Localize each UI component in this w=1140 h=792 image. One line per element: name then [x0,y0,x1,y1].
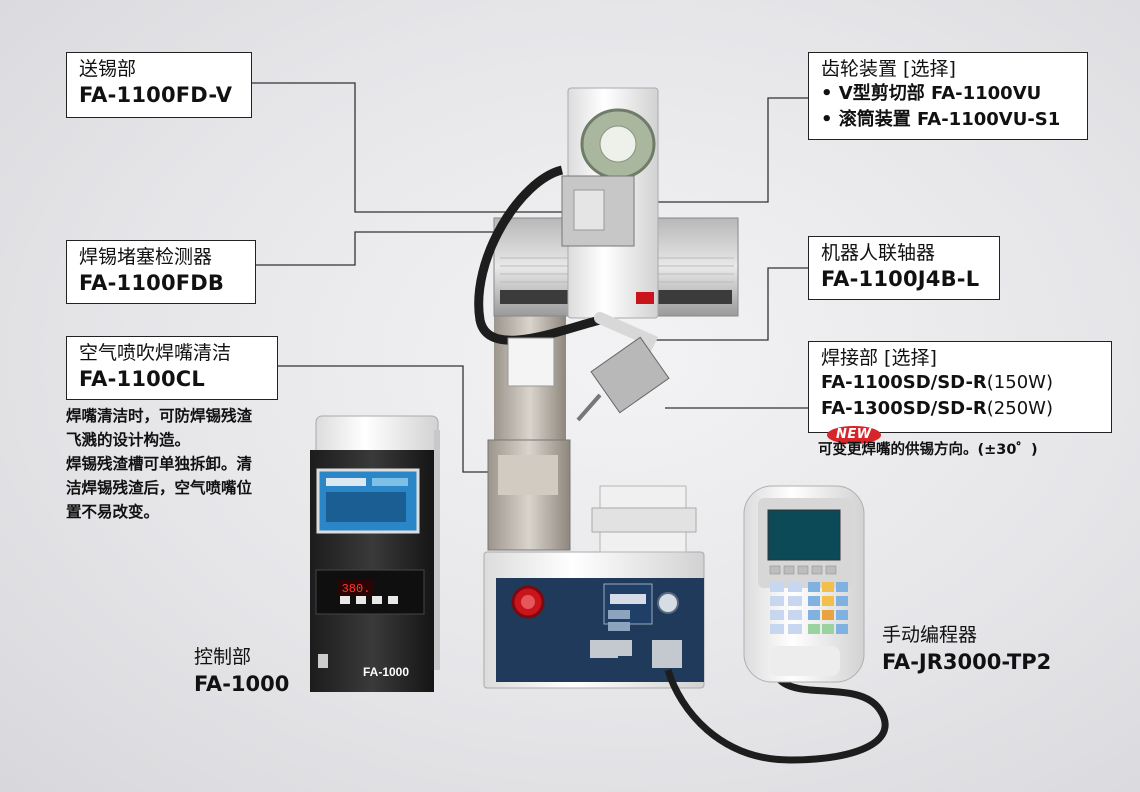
soldering-model-2: FA-1300SD/SD-R [821,398,987,419]
coupling-name: 机器人联轴器 [821,242,936,264]
soldering-line-150w: FA-1100SD/SD-R(150W) [821,370,1111,396]
pendant-name: 手动编程器 [882,624,978,646]
feeder-name: 送锡部 [79,58,137,80]
pendant-model: FA-JR3000-TP2 [882,650,1052,674]
label-nozzle-cleaner: 空气喷吹焊嘴清洁 FA-1100CL [66,336,278,400]
clog-model: FA-1100FDB [79,271,225,295]
controller-name: 控制部 [194,646,252,668]
soldering-power-2: (250W) [986,398,1053,419]
cleaner-description: 焊嘴清洁时，可防焊锡残渣 飞溅的设计构造。 焊锡残渣槽可单独拆卸。清 洁焊锡残渣… [66,404,296,524]
cleaner-desc-line: 置不易改变。 [66,503,160,521]
controller-model: FA-1000 [194,672,290,696]
label-teaching-pendant: 手动编程器 FA-JR3000-TP2 [882,622,1051,676]
soldering-iron [590,336,670,414]
gear-item-roller: • 滚筒装置 FA-1100VU-S1 [821,109,1061,130]
solder-direction-note: 可变更焊嘴的供锡方向。(±30゜) [818,442,1038,458]
cleaner-desc-line: 焊嘴清洁时，可防焊锡残渣 [66,407,253,425]
label-feeder: 送锡部 FA-1100FD-V [66,52,252,118]
soldering-name: 焊接部 [选择] [821,347,937,369]
callout-line-clog [255,231,600,266]
soldering-model-1: FA-1100SD/SD-R [821,372,987,393]
new-badge: NEW [827,426,881,444]
cleaner-desc-line: 飞溅的设计构造。 [66,431,191,449]
label-robot-coupling: 机器人联轴器 FA-1100J4B-L [808,236,1000,300]
label-clog-detector: 焊锡堵塞检测器 FA-1100FDB [66,240,256,304]
coupling-model: FA-1100J4B-L [821,267,980,291]
cleaner-name: 空气喷吹焊嘴清洁 [79,342,232,364]
callout-line-gear [640,97,808,203]
gear-name: 齿轮装置 [选择] [821,58,956,80]
feeder-model: FA-1100FD-V [79,83,233,107]
cable [474,165,602,345]
label-gear-unit: 齿轮装置 [选择] • V型剪切部 FA-1100VU • 滚筒装置 FA-11… [808,52,1088,140]
controller-brand: FA-1000 [363,665,409,679]
label-controller: 控制部 FA-1000 [194,644,289,698]
temperature-display: 380. [342,582,371,596]
start-button [657,592,679,614]
clog-name: 焊锡堵塞检测器 [79,246,213,268]
pendant-screen [767,509,841,561]
soldering-line-250w: FA-1300SD/SD-R(250W) NEW [821,396,1111,448]
pendant-keypad [770,582,848,634]
gear-item-vcut: • V型剪切部 FA-1100VU [821,83,1042,104]
label-soldering-unit: 焊接部 [选择] FA-1100SD/SD-R(150W) FA-1300SD/… [808,341,1112,444]
cleaner-model: FA-1100CL [79,367,205,391]
cleaner-desc-line: 焊锡残渣槽可单独拆卸。清 [66,455,253,473]
callout-line-coupling [640,267,808,341]
cleaner-desc-line: 洁焊锡残渣后，空气喷嘴位 [66,479,253,497]
soldering-power-1: (150W) [986,372,1053,393]
callout-line-feeder [250,82,570,213]
